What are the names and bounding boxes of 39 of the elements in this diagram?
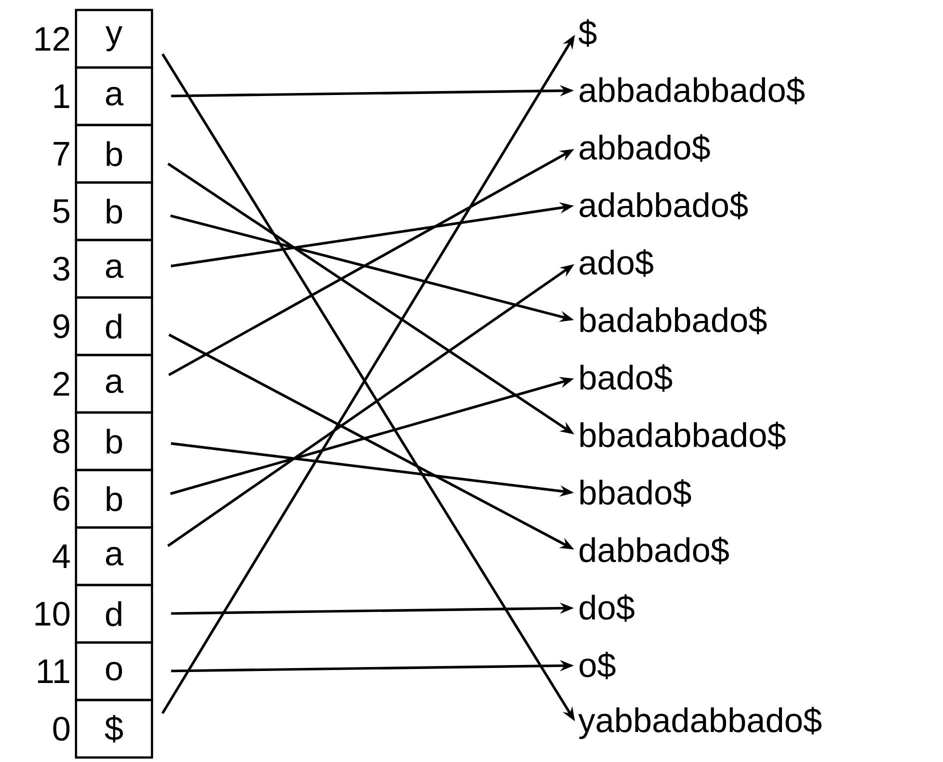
suffix-text: badabbado$ — [580, 306, 767, 334]
letter-box: a — [74, 526, 154, 586]
letter-box: y — [74, 8, 154, 69]
letter-box: $ — [74, 698, 154, 759]
letter-box: a — [74, 238, 154, 299]
suffix-text: ado$ — [580, 249, 654, 277]
suffix-text: $ — [578, 19, 597, 47]
letter-box: b — [74, 468, 154, 529]
suffix-text: dabbado$ — [580, 536, 729, 564]
row-number: 6 — [54, 486, 70, 511]
letter-box: o — [74, 641, 154, 702]
suffix-text: o$ — [580, 652, 616, 680]
suffix-text: do$ — [580, 594, 634, 622]
letter-box: b — [74, 124, 154, 184]
suffix-text: abbado$ — [580, 134, 710, 162]
row-number: 0 — [53, 716, 70, 741]
letter-box: d — [74, 584, 154, 644]
letter-box: a — [74, 354, 154, 414]
row-number: 5 — [53, 199, 70, 224]
letter-box: b — [74, 181, 154, 242]
row-number: 3 — [53, 256, 70, 281]
suffix-text: bbado$ — [580, 479, 692, 507]
suffix-text: abbadabbado$ — [580, 76, 804, 104]
suffix-text: adabbado$ — [580, 192, 748, 220]
letter-box: b — [74, 411, 154, 472]
row-number: 1 — [54, 84, 70, 108]
row-number: 7 — [54, 142, 70, 166]
row-number: 12 — [36, 26, 70, 51]
row-number: 9 — [54, 314, 70, 338]
row-number: 2 — [54, 372, 70, 396]
letter-box: d — [74, 296, 154, 356]
row-number: 4 — [52, 544, 70, 568]
suffix-text: bado$ — [580, 364, 672, 392]
suffix-text: bbadabbado$ — [580, 422, 786, 450]
row-number: 10 — [36, 602, 70, 626]
row-number: 11 — [38, 660, 70, 683]
suffix-text: yabbadabbado$ — [578, 706, 822, 740]
row-number: 8 — [53, 429, 70, 454]
letter-box: a — [74, 66, 154, 126]
